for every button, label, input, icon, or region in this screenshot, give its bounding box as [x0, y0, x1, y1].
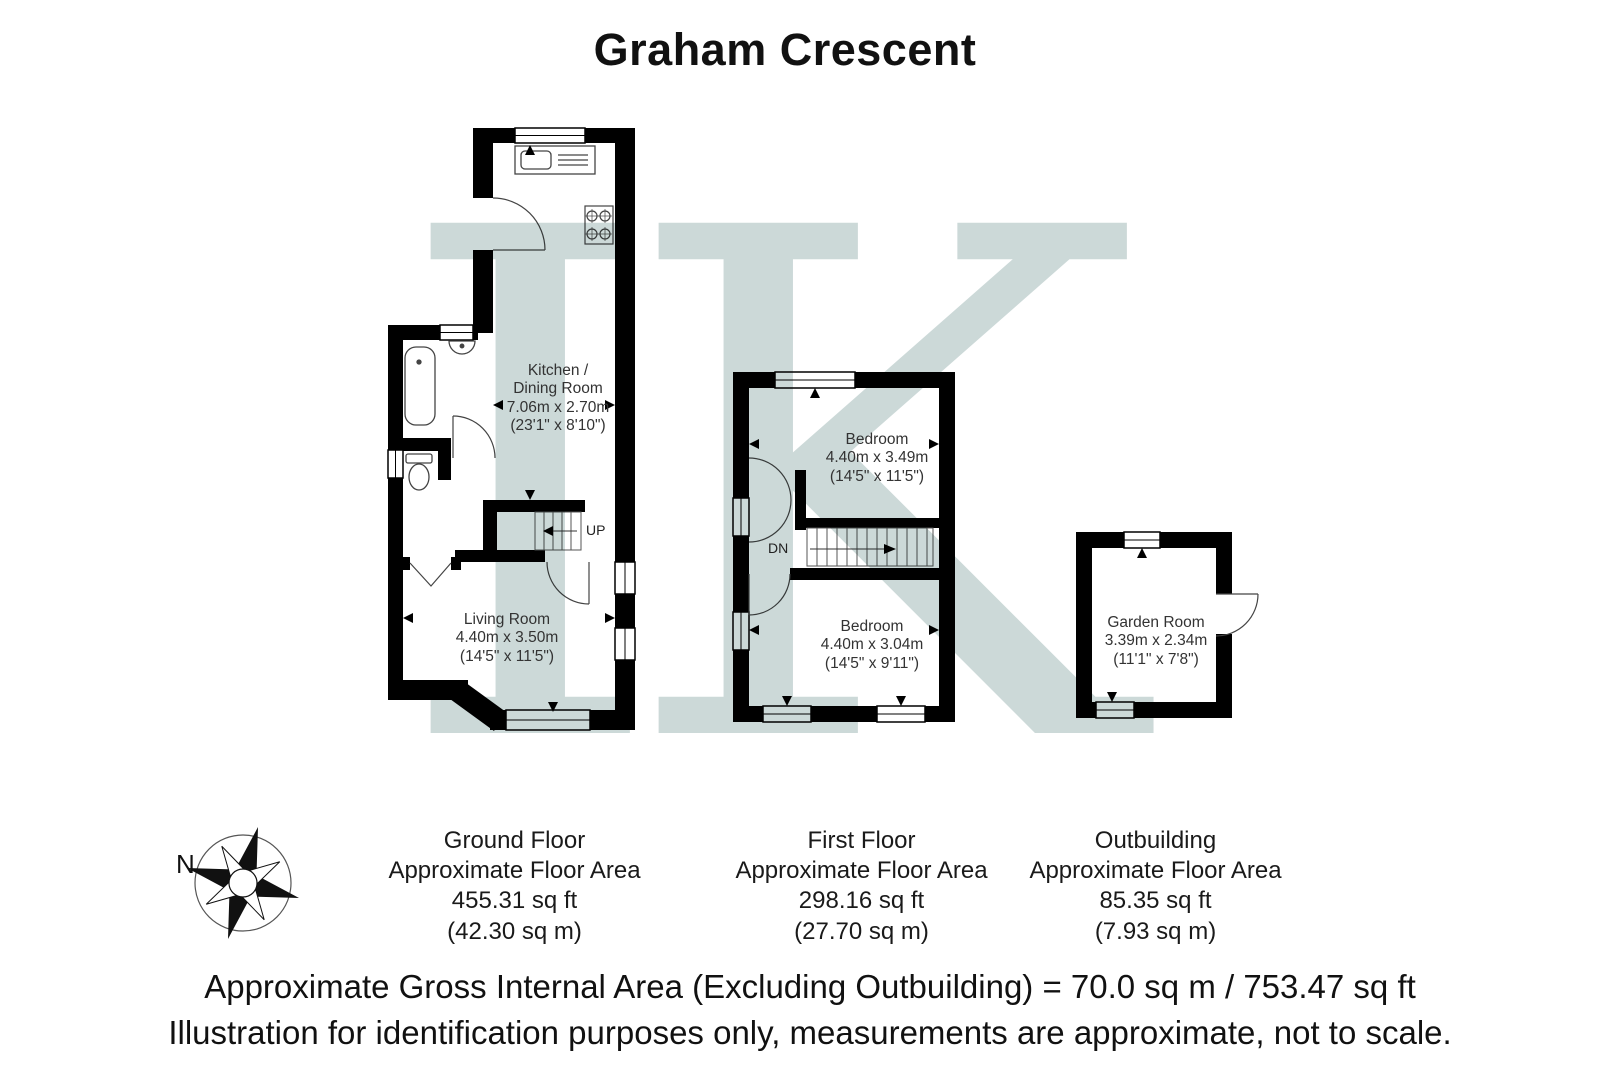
dimension-arrows-ground: [403, 145, 615, 712]
garden-room-window-bottom: [1095, 701, 1135, 719]
first-floor-plan: [732, 371, 955, 723]
outbuilding-plan: [1076, 531, 1259, 719]
stairs-up-label: UP: [586, 522, 606, 538]
kitchen-label: Kitchen / Dining Room 7.06m x 2.70m (23'…: [506, 362, 610, 434]
stairs-down-label: DN: [768, 540, 789, 556]
side-window: [387, 449, 404, 479]
bathroom-basin: [448, 340, 476, 355]
compass-rose: [186, 826, 300, 940]
ground-floor-caption: Ground Floor Approximate Floor Area 455.…: [388, 827, 641, 945]
disclaimer-line: Illustration for identification purposes…: [168, 1014, 1452, 1052]
bedroom1-label: Bedroom 4.40m x 3.49m (14'5" x 11'5"): [825, 431, 929, 485]
bay-window: [505, 709, 591, 731]
landing-door-arc: [748, 457, 792, 543]
bathroom-window: [439, 324, 474, 341]
kitchen-door-arc: [492, 197, 546, 251]
toilet: [405, 453, 433, 491]
living-window-2: [614, 627, 636, 661]
bathroom-door-arc: [452, 415, 496, 459]
dimension-arrows-first: [749, 388, 939, 706]
bedroom2-window-2: [876, 705, 926, 723]
stairs-up-arrowhead: [543, 526, 553, 536]
stairs-down: [806, 527, 934, 567]
bathtub: [404, 346, 436, 426]
compass-north-label: N: [176, 849, 195, 879]
bedroom2-side-window: [732, 611, 750, 651]
garden-room-window-top: [1123, 531, 1161, 549]
gross-area-line: Approximate Gross Internal Area (Excludi…: [204, 968, 1416, 1005]
wc-door: [409, 562, 452, 587]
bedroom1-window: [774, 371, 856, 389]
footer-disclaimer: Approximate Gross Internal Area (Excludi…: [0, 964, 1620, 1056]
bedroom2-door-arc: [748, 573, 791, 616]
kitchen-sink: [514, 145, 596, 175]
living-window-1: [614, 561, 636, 595]
living-room-label: Living Room 4.40m x 3.50m (14'5" x 11'5"…: [455, 611, 559, 665]
first-floor-caption: First Floor Approximate Floor Area 298.1…: [735, 827, 988, 945]
living-room-door-arc: [546, 561, 590, 605]
ground-floor-plan: [387, 127, 636, 731]
stairs-down-arrowhead: [884, 544, 896, 554]
garden-room-door-arc: [1215, 593, 1259, 637]
landing-window: [732, 497, 750, 537]
kitchen-window: [514, 127, 586, 144]
bedroom2-window-1: [762, 705, 812, 723]
outbuilding-caption: Outbuilding Approximate Floor Area 85.35…: [1029, 827, 1282, 945]
page-title: Graham Crescent: [593, 24, 977, 75]
bedroom2-label: Bedroom 4.40m x 3.04m (14'5" x 9'11"): [820, 618, 924, 672]
garden-room-label: Garden Room 3.39m x 2.34m (11'1" x 7'8"): [1104, 614, 1208, 668]
dimension-arrows-outbuilding: [1107, 548, 1147, 702]
stove: [584, 205, 614, 245]
